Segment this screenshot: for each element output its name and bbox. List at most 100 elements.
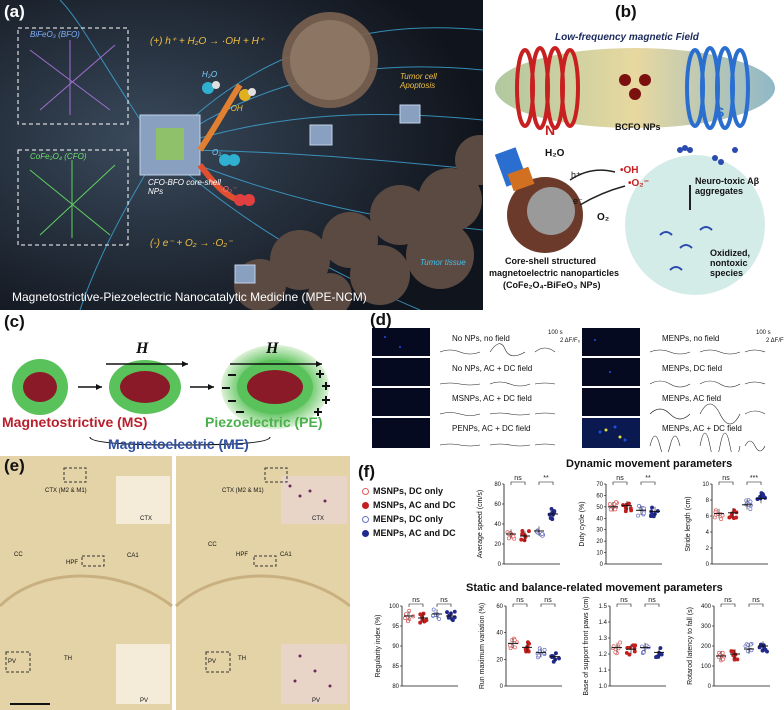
- data-point: [542, 651, 547, 656]
- data-point: [547, 512, 552, 517]
- panel-f-label: (f): [358, 462, 375, 481]
- chart-tick-label: 100: [389, 604, 400, 610]
- chart-y-label: Stride length (cm): [685, 496, 692, 551]
- chart-y-label: Duty cycle (%): [579, 501, 586, 546]
- significance-label: ns: [724, 597, 732, 604]
- chart-tick-label: 85: [392, 664, 399, 670]
- chart-y-label: Average speed (cm/s): [477, 490, 484, 558]
- chart-tick-label: 80: [494, 482, 501, 488]
- data-point: [618, 640, 623, 645]
- significance-bracket: [540, 603, 556, 607]
- chart-tick-label: 1.4: [599, 620, 608, 626]
- significance-label: ns: [722, 475, 730, 482]
- e-ca1-left: CA1: [127, 553, 139, 559]
- oh-label-b: •OH: [620, 165, 639, 176]
- e-ca1-right: CA1: [280, 552, 292, 558]
- chart-tick-label: 90: [392, 644, 399, 650]
- chart-tick-label: 70: [596, 482, 603, 488]
- cfo-label: CoFe₂O₄ (CFO): [30, 152, 87, 161]
- panel-f: (f) Dynamic movement parameters Static a…: [356, 456, 784, 710]
- data-point: [731, 649, 736, 654]
- d-left-row-1: No NPs, no field: [452, 334, 510, 343]
- chart-y-label: Rotarod latency to fall (s): [687, 607, 694, 685]
- significance-bracket: [436, 603, 452, 607]
- e-pv-inset-left: PV: [140, 698, 149, 704]
- eminus-label: e⁻: [573, 196, 583, 206]
- chart-tick-label: 60: [596, 493, 603, 499]
- data-point: [632, 649, 637, 654]
- chart-tick-label: 40: [596, 516, 603, 522]
- data-point: [445, 610, 449, 615]
- data-point: [527, 641, 531, 646]
- data-point: [549, 506, 554, 511]
- data-point: [418, 612, 423, 617]
- significance-label: **: [645, 475, 651, 482]
- panel-a-illustration: [0, 0, 483, 310]
- significance-label: ns: [516, 597, 524, 604]
- d-scale-f-r: 2 ΔF/F₀: [766, 338, 784, 344]
- data-point: [746, 642, 751, 647]
- significance-label: **: [543, 475, 549, 482]
- h2o-label-b: H₂O: [545, 148, 565, 159]
- data-point: [748, 507, 753, 512]
- chart-tick-label: 20: [596, 539, 603, 545]
- legend-dot-icon: [362, 487, 369, 495]
- e-th-right: TH: [238, 656, 246, 662]
- f-title-static: Static and balance-related movement para…: [466, 582, 723, 594]
- significance-bracket: [644, 603, 660, 607]
- data-point: [421, 611, 426, 616]
- data-point: [452, 609, 457, 614]
- legend-item: MSNPs, AC and DC: [362, 498, 456, 512]
- me-label: Magnetoelectric (ME): [108, 436, 249, 452]
- oh-label: ·OH: [228, 104, 243, 113]
- field-label: Low-frequency magnetic Field: [555, 32, 699, 43]
- significance-bracket: [640, 481, 656, 485]
- legend-dot-icon: [362, 501, 369, 509]
- data-point: [651, 512, 656, 517]
- significance-label: ns: [752, 597, 760, 604]
- coreshell-line1: Core-shell structured: [505, 256, 597, 266]
- e-pv-inset-right: PV: [312, 698, 321, 704]
- data-point: [522, 538, 527, 543]
- f-title-dynamic: Dynamic movement parameters: [566, 458, 733, 470]
- data-point: [557, 656, 561, 661]
- coreshell-line3: (CoFe₂O₄-BiFeO₃ NPs): [503, 280, 601, 290]
- e-ctx-right: CTX (M2 & M1): [222, 488, 264, 494]
- hplus-label: h⁺: [571, 170, 581, 180]
- data-point: [607, 502, 612, 507]
- reaction-positive: (+) h⁺ + H₂O → ·OH + H⁺: [150, 36, 265, 47]
- chart-tick-label: 40: [494, 522, 501, 528]
- d-left-row-2: No NPs, AC + DC field: [452, 364, 533, 373]
- data-point: [612, 502, 617, 507]
- significance-bracket: [746, 481, 762, 485]
- e-pv-left: PV: [8, 659, 17, 665]
- o2rad-label: ·O₂⁻: [220, 185, 237, 194]
- panel-d: (d) No NPs, no field No NPs, AC + DC fie…: [370, 312, 784, 452]
- data-point: [508, 643, 513, 648]
- significance-label: ns: [648, 597, 656, 604]
- legend-dot-icon: [362, 529, 369, 537]
- d-left-row-3: MSNPs, AC + DC field: [452, 394, 532, 403]
- e-hpf-right: HPF: [236, 552, 248, 558]
- chart-tick-label: 1.5: [599, 604, 608, 610]
- data-point: [720, 513, 725, 518]
- chart-y-label: Base of support front paws (cm): [583, 596, 590, 695]
- chart-tick-label: 400: [701, 604, 712, 610]
- data-point: [631, 643, 636, 648]
- d-scale-time: 100 s: [548, 330, 563, 336]
- chart-tick-label: 1.1: [599, 668, 608, 674]
- significance-bracket: [512, 603, 528, 607]
- data-point: [613, 507, 618, 512]
- legend-label: MENPs, AC and DC: [373, 528, 456, 538]
- tissue-label: Tumor tissue: [420, 258, 466, 267]
- data-point: [760, 492, 765, 497]
- apoptosis-label: Tumor cell Apoptosis: [400, 72, 437, 90]
- chart-tick-label: 0: [706, 562, 710, 568]
- chart-tick-label: 300: [701, 624, 712, 630]
- significance-label: ***: [750, 475, 758, 482]
- chart-tick-label: 20: [494, 542, 501, 548]
- data-point: [656, 654, 661, 659]
- chart-tick-label: 200: [701, 644, 712, 650]
- significance-label: ns: [616, 475, 624, 482]
